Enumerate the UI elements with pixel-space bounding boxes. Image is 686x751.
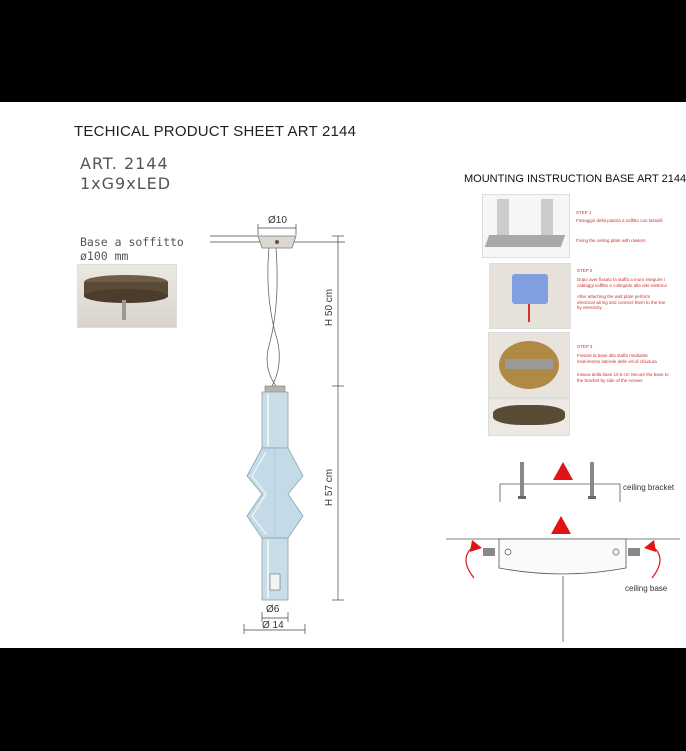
step2-text-it: Dopo aver fissato la staffa a muro esegu… bbox=[577, 277, 667, 288]
step2-image bbox=[489, 263, 571, 329]
article-number: ART. 2144 bbox=[80, 154, 169, 173]
ceiling-base-label: ceiling base bbox=[625, 584, 668, 593]
lamp-spec: 1xG9xLED bbox=[80, 174, 172, 193]
step1-image bbox=[482, 194, 570, 258]
mounting-diagram bbox=[446, 462, 680, 642]
base-dimension: ø100 mm bbox=[80, 249, 129, 263]
step3-text-it: Fissare la base alla staffa mediante ins… bbox=[577, 353, 657, 364]
canopy-diameter-label: Ø10 bbox=[268, 215, 287, 226]
step3-text-en: misura della base 10,5 cm Secure the bas… bbox=[577, 372, 669, 383]
mounting-title: MOUNTING INSTRUCTION BASE ART 2144 bbox=[464, 173, 686, 185]
step1-text-en: Fixing the ceiling plate with rawlers bbox=[576, 238, 646, 243]
pendant-drawing bbox=[210, 224, 345, 634]
finished-base-photo bbox=[488, 398, 570, 436]
step3-image bbox=[488, 332, 570, 398]
base-label: Base a soffitto bbox=[80, 235, 184, 249]
product-sheet: TECHICAL PRODUCT SHEET ART 2144 ART. 214… bbox=[0, 102, 686, 648]
ceiling-base-photo bbox=[77, 264, 177, 328]
outer-diameter-label: Ø 14 bbox=[262, 620, 284, 631]
step1-text-it: Fissaggio della piastra a soffitto con t… bbox=[576, 218, 663, 223]
step2-text-en: After attaching the wall plate perform e… bbox=[577, 294, 666, 310]
step2-label: STEP 2 bbox=[577, 268, 593, 273]
step1-label: STEP 1 bbox=[576, 210, 592, 215]
ceiling-bracket-label: ceiling bracket bbox=[623, 483, 675, 492]
sheet-title: TECHICAL PRODUCT SHEET ART 2144 bbox=[74, 123, 357, 140]
inner-diameter-label: Ø6 bbox=[266, 604, 280, 615]
step3-label: STEP 3 bbox=[577, 344, 593, 349]
